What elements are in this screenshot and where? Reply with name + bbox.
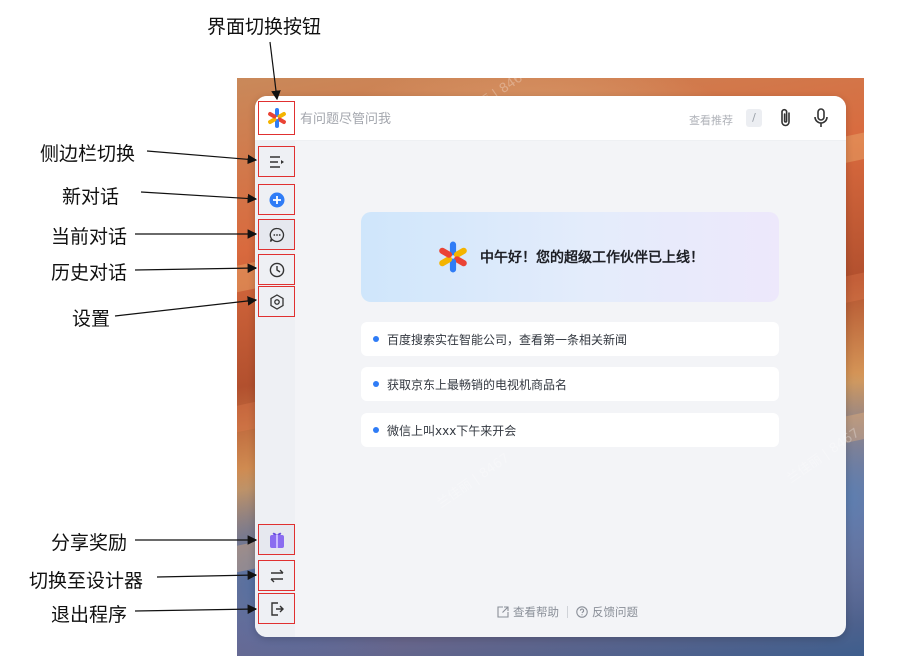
history-button[interactable] — [258, 254, 295, 285]
annotation-share-reward: 分享奖励 — [51, 532, 128, 554]
bullet-dot — [373, 381, 379, 387]
welcome-banner: 中午好！您的超级工作伙伴已上线！ — [361, 212, 779, 302]
feedback-label: 反馈问题 — [592, 605, 638, 619]
external-link-icon — [497, 606, 509, 618]
microphone-icon — [814, 108, 828, 127]
exit-button[interactable] — [258, 593, 295, 624]
footer-divider — [567, 606, 568, 618]
switch-designer-button[interactable] — [258, 560, 295, 591]
pinwheel-logo-icon — [439, 241, 467, 273]
ask-input[interactable] — [300, 108, 680, 130]
suggestion-text: 微信上叫xxx下午来开会 — [387, 423, 517, 438]
view-recommend-link[interactable]: 查看推荐 — [689, 114, 733, 127]
attach-button[interactable] — [776, 107, 796, 129]
help-label: 查看帮助 — [513, 605, 559, 619]
shortcut-key-badge: / — [746, 109, 762, 127]
sidebar-toggle-button[interactable] — [258, 146, 295, 177]
top-bar: 查看推荐 / — [255, 96, 846, 141]
swap-arrows-icon — [270, 569, 283, 582]
annotation-exit: 退出程序 — [51, 604, 128, 626]
menu-toggle-icon — [269, 155, 284, 168]
bullet-dot — [373, 336, 379, 342]
settings-button[interactable] — [258, 286, 295, 317]
question-circle-icon — [576, 606, 588, 618]
ui-switch-button[interactable] — [263, 104, 291, 132]
suggestion-text: 百度搜索实在智能公司，查看第一条相关新闻 — [387, 332, 628, 347]
suggestion-item[interactable]: 百度搜索实在智能公司，查看第一条相关新闻 — [361, 322, 779, 356]
hexagon-gear-icon — [269, 293, 284, 310]
gift-icon — [269, 532, 284, 548]
voice-input-button[interactable] — [811, 107, 831, 129]
logout-icon — [270, 601, 284, 616]
bullet-dot — [373, 427, 379, 433]
annotation-current-chat: 当前对话 — [51, 226, 128, 248]
clock-icon — [269, 262, 284, 277]
help-link[interactable]: 查看帮助 — [497, 604, 559, 620]
feedback-link[interactable]: 反馈问题 — [576, 604, 638, 620]
plus-circle-icon — [269, 192, 284, 207]
paperclip-icon — [781, 108, 790, 127]
chat-bubble-icon — [269, 227, 284, 242]
new-chat-button[interactable] — [258, 184, 295, 215]
suggestion-item[interactable]: 获取京东上最畅销的电视机商品名 — [361, 367, 779, 401]
watermark-text: 兰佳丽 | 8467 — [114, 60, 193, 122]
welcome-text: 中午好！您的超级工作伙伴已上线！ — [480, 250, 704, 266]
suggestion-item[interactable]: 微信上叫xxx下午来开会 — [361, 413, 779, 447]
annotation-sidebar-toggle: 侧边栏切换 — [40, 143, 136, 165]
ui-switch-highlight — [258, 101, 295, 135]
annotation-new-chat: 新对话 — [62, 186, 120, 208]
suggestion-text: 获取京东上最畅销的电视机商品名 — [387, 377, 568, 392]
annotation-history: 历史对话 — [51, 262, 128, 284]
annotation-switch-designer: 切换至设计器 — [29, 570, 144, 592]
annotation-settings: 设置 — [72, 308, 111, 330]
annotation-ui-switch: 界面切换按钮 — [207, 16, 322, 38]
footer-links: 查看帮助 反馈问题 — [497, 604, 638, 620]
watermark-text: 兰佳丽 | 8467 — [124, 450, 203, 512]
current-chat-button[interactable] — [258, 219, 295, 250]
share-reward-button[interactable] — [258, 524, 295, 555]
app-window: 查看推荐 / — [255, 96, 846, 637]
pinwheel-logo-icon — [268, 108, 286, 128]
